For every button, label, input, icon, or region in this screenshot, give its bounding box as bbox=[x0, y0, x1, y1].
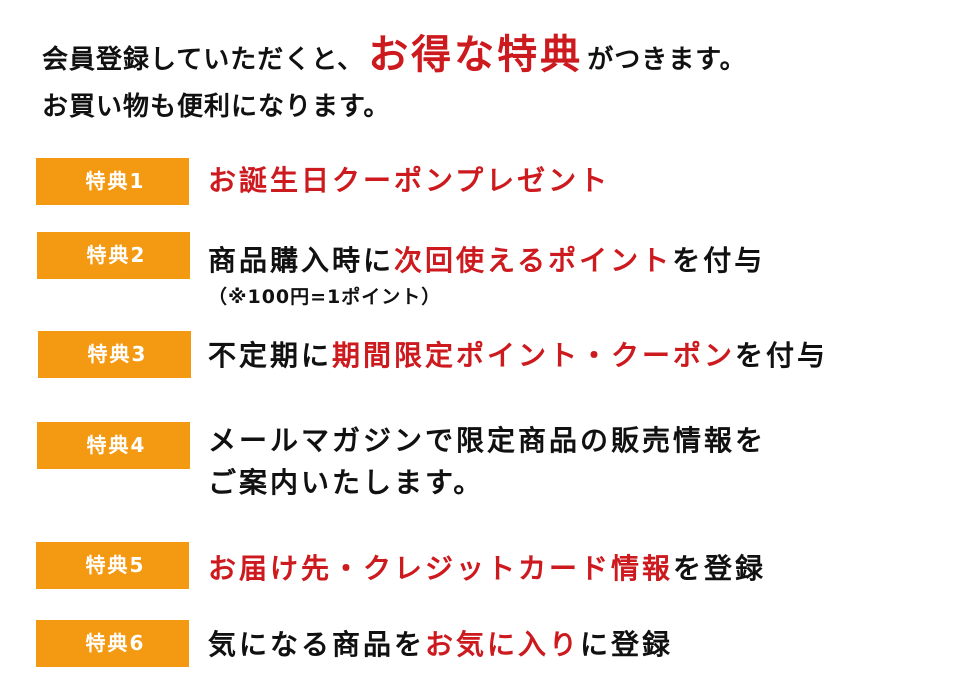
intro-highlight: お得な特典 bbox=[368, 32, 584, 78]
benefit-note-2: （※100円=1ポイント） bbox=[208, 286, 442, 308]
intro-suffix: がつきます。 bbox=[587, 45, 747, 75]
benefit-badge-2: 特典2 bbox=[37, 232, 190, 279]
benefit-text-2: 商品購入時に次回使えるポイントを付与 bbox=[208, 244, 766, 277]
benefit-text-1: お誕生日クーポンプレゼント bbox=[208, 164, 611, 197]
benefit-badge-4: 特典4 bbox=[37, 422, 190, 469]
benefit-text-6: 気になる商品をお気に入りに登録 bbox=[208, 628, 674, 661]
benefit-text-3: 不定期に期間限定ポイント・クーポンを付与 bbox=[208, 339, 829, 372]
benefit-text-4-line1: メールマガジンで限定商品の販売情報を bbox=[208, 424, 767, 457]
intro-headline: 会員登録していただくと、お得な特典がつきます。 bbox=[42, 22, 747, 80]
intro-prefix: 会員登録していただくと、 bbox=[42, 45, 365, 75]
intro-subline: お買い物も便利になります。 bbox=[42, 92, 391, 122]
benefit-text-4-line2: ご案内いたします。 bbox=[208, 466, 485, 499]
benefit-badge-1: 特典1 bbox=[36, 158, 189, 205]
benefit-badge-6: 特典6 bbox=[36, 620, 189, 667]
benefit-text-5: お届け先・クレジットカード情報を登録 bbox=[208, 552, 767, 585]
benefit-badge-3: 特典3 bbox=[38, 331, 191, 378]
benefit-badge-5: 特典5 bbox=[36, 542, 189, 589]
